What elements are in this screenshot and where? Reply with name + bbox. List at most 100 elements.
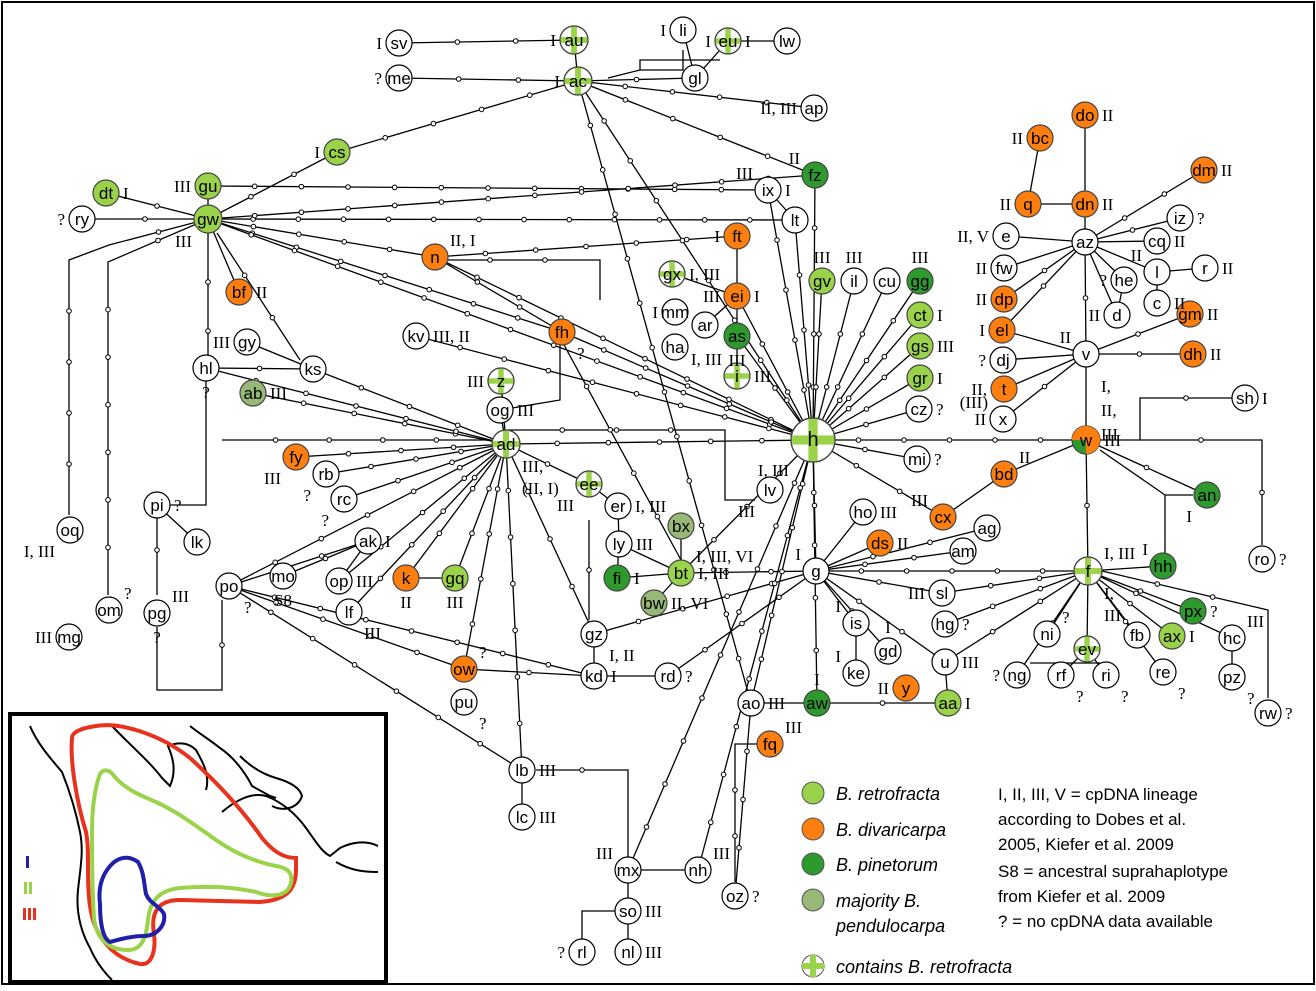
lineage-tag: ?	[202, 383, 210, 402]
node-label-rb: rb	[318, 465, 333, 484]
haplotype-node-ad: ad	[491, 429, 521, 459]
lineage-tag: III	[768, 694, 785, 713]
edge	[435, 259, 601, 300]
lineage-tag: III	[270, 384, 287, 403]
mutation-dot	[1183, 395, 1189, 401]
node-label-fy: fy	[289, 448, 303, 467]
node-label-ab: ab	[244, 384, 263, 403]
edge	[812, 174, 816, 441]
mutation-dot	[759, 437, 765, 444]
inset-map	[8, 712, 388, 984]
lineage-tag: ?	[124, 584, 132, 603]
mutation-dot	[322, 555, 329, 562]
mutation-dot	[406, 403, 413, 410]
lineage-tag: III	[785, 718, 802, 737]
mutation-dot	[633, 240, 640, 246]
haplotype-node-l: l	[1143, 258, 1171, 286]
mutation-dot	[542, 257, 548, 263]
mutation-dot	[776, 594, 782, 601]
node-label-x: x	[999, 410, 1008, 429]
legend-label-pendulocarpa-1: majority B.	[836, 891, 921, 911]
mutation-dot	[1127, 600, 1133, 607]
mutation-dot	[457, 464, 463, 471]
mutation-dot	[680, 738, 687, 744]
lineage-tag: III	[880, 503, 897, 522]
mutation-dot	[605, 439, 612, 446]
haplotype-node-gd: gd	[874, 637, 902, 665]
mutation-dot	[744, 503, 750, 510]
mutation-dot	[291, 247, 298, 254]
node-label-ev: ev	[1078, 640, 1096, 659]
legend: B. retrofracta B. divaricarpa B. pinetor…	[801, 781, 1228, 978]
haplotype-node-pz: pz	[1218, 663, 1246, 691]
node-label-gx: gx	[663, 265, 681, 284]
haplotype-node-hc: hc	[1218, 624, 1246, 652]
lineage-tag: III	[713, 844, 730, 863]
lineage-tag: II, V	[957, 227, 990, 246]
node-label-au: au	[565, 31, 584, 50]
node-label-po: po	[220, 577, 239, 596]
mutation-dot	[601, 118, 607, 124]
node-label-lv: lv	[764, 481, 777, 500]
mutation-dot	[758, 656, 765, 662]
edge	[1003, 439, 1087, 475]
haplotype-node-ev: ev	[1073, 635, 1101, 663]
mutation-dot	[532, 192, 538, 199]
haplotype-node-ly: ly	[605, 530, 633, 558]
lineage-tag: II	[1019, 448, 1031, 467]
mutation-dot	[337, 258, 344, 265]
haplotype-node-ct: ct	[906, 301, 934, 329]
node-label-px: px	[1184, 602, 1202, 621]
mutation-dot	[436, 530, 443, 537]
mutation-dot	[845, 405, 852, 412]
mutation-dot	[438, 184, 445, 191]
mutation-dot	[747, 217, 753, 223]
edge	[812, 280, 855, 441]
lineage-tag: ?	[992, 666, 1000, 685]
mutation-dot	[507, 534, 514, 540]
mutation-dot	[1137, 588, 1144, 594]
edge	[812, 280, 888, 441]
mutation-dot	[796, 272, 803, 278]
haplotype-node-nl: nl	[614, 938, 642, 966]
node-label-gd: gd	[879, 642, 898, 661]
mutation-dot	[408, 628, 415, 634]
haplotype-node-y: y	[892, 674, 920, 702]
edge	[1003, 353, 1087, 390]
haplotype-node-rb: rb	[312, 460, 340, 488]
mutation-dot	[989, 628, 996, 635]
mutation-dot	[105, 497, 111, 503]
mutation-dot	[507, 326, 514, 333]
haplotype-node-ha: ha	[661, 333, 689, 361]
inset-swatch-III	[23, 908, 36, 920]
haplotype-node-fi: fi	[603, 564, 631, 592]
mutation-dot	[677, 402, 684, 409]
mutation-dot	[464, 310, 471, 317]
mutation-dot	[739, 620, 745, 627]
node-label-ke: ke	[847, 664, 865, 683]
legend-label-divaricarpa: B. divaricarpa	[836, 820, 946, 840]
haplotype-node-el: el	[988, 316, 1016, 344]
mutation-dot	[1037, 437, 1044, 443]
lineage-tag: III,	[522, 457, 543, 476]
mutation-dot	[391, 202, 398, 209]
node-label-og: og	[491, 401, 510, 420]
lineage-tag: III	[636, 535, 653, 554]
mutation-dot	[461, 475, 468, 482]
mutation-dot	[351, 410, 358, 417]
mutation-dot	[241, 272, 248, 279]
mutation-dot	[680, 389, 687, 396]
lineage-tag: ?	[978, 351, 986, 370]
mutation-dot	[368, 463, 374, 470]
mutation-dot	[364, 512, 371, 518]
edge	[207, 218, 796, 221]
haplotype-node-ar: ar	[691, 311, 719, 339]
node-label-ei: ei	[730, 287, 743, 306]
legend-note-3: 2005, Kiefer et al. 2009	[998, 835, 1174, 854]
mutation-dot	[367, 633, 373, 639]
mutation-dot	[421, 295, 427, 301]
mutation-dot	[363, 616, 369, 623]
edge	[581, 910, 628, 940]
haplotype-node-gu: gu	[194, 172, 222, 200]
